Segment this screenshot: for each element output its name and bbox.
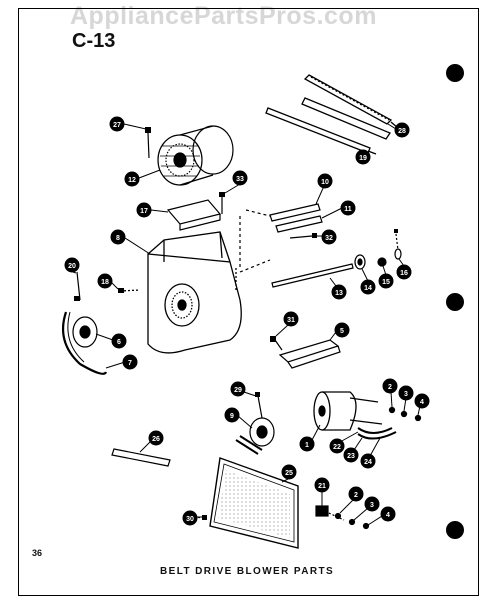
- callout-14: 14: [360, 268, 376, 295]
- callout-26: 26: [139, 430, 164, 453]
- callout-33: 33: [224, 170, 248, 194]
- callout-29: 29: [230, 381, 257, 397]
- callout-25-label: 25: [285, 470, 293, 477]
- page-number: 36: [32, 548, 43, 558]
- callout-16-label: 16: [400, 270, 408, 277]
- callout-3-upper: 3: [398, 385, 414, 412]
- shaft-assembly: [271, 229, 402, 288]
- callout-4-lower: 4: [367, 506, 396, 526]
- callout-21: 21: [314, 477, 330, 506]
- callout-4-upper-label: 4: [420, 399, 424, 406]
- callouts: 27 28 12 19 33 10 17 11 8 32 20 18 14 15…: [64, 116, 430, 526]
- callout-31: 31: [275, 311, 299, 337]
- callout-28-top: 28: [387, 122, 410, 138]
- callout-30-label: 30: [186, 516, 194, 523]
- page-code: C-13: [72, 30, 116, 52]
- callout-11: 11: [321, 200, 356, 219]
- motor-pulley-and-belt: [62, 271, 108, 375]
- callout-31-label: 31: [287, 317, 295, 324]
- callout-10: 10: [315, 173, 333, 205]
- callout-26-label: 26: [152, 436, 160, 443]
- callout-3-lower: 3: [353, 496, 380, 521]
- diagram-caption: BELT DRIVE BLOWER PARTS: [160, 566, 335, 577]
- callout-2-upper: 2: [382, 378, 398, 408]
- blower-pulley: [235, 392, 275, 455]
- callout-2-lower: 2: [339, 486, 364, 514]
- callout-25: 25: [281, 464, 297, 483]
- callout-32: 32: [316, 229, 337, 245]
- watermark: AppliancePartsPros.com: [70, 2, 377, 30]
- callout-3-lower-label: 3: [370, 502, 374, 509]
- binder-hole-bottom: [446, 521, 464, 539]
- callout-2-lower-label: 2: [354, 492, 358, 499]
- callout-18-left-label: 18: [101, 279, 109, 286]
- binder-hole-top: [446, 64, 464, 82]
- callout-12-label: 12: [128, 177, 136, 184]
- callout-7: 7: [105, 354, 138, 370]
- top-bracket: [166, 192, 241, 268]
- callout-17: 17: [136, 202, 169, 218]
- callout-24: 24: [360, 437, 381, 469]
- callout-9-label: 9: [230, 413, 234, 420]
- callout-4-upper: 4: [414, 393, 430, 416]
- callout-10-label: 10: [321, 179, 329, 186]
- callout-12: 12: [124, 169, 161, 187]
- callout-21-label: 21: [318, 483, 326, 490]
- callout-24-label: 24: [364, 459, 372, 466]
- callout-5: 5: [329, 322, 350, 341]
- top-rail-assembly: [265, 74, 399, 155]
- callout-4-lower-label: 4: [386, 512, 390, 519]
- capacitor-hardware: [315, 505, 370, 530]
- air-filter: [193, 457, 299, 549]
- callout-32-label: 32: [325, 235, 333, 242]
- blower-motor: [313, 391, 422, 440]
- callout-13: 13: [329, 277, 347, 300]
- callout-20-label: 20: [68, 263, 76, 270]
- callout-18-left: 18: [97, 273, 119, 290]
- blower-housing: [118, 231, 242, 354]
- callout-20: 20: [64, 257, 80, 274]
- callout-9: 9: [224, 407, 253, 429]
- callout-14-label: 14: [364, 285, 372, 292]
- callout-3-upper-label: 3: [404, 391, 408, 398]
- callout-29-label: 29: [234, 387, 242, 394]
- callout-13-label: 13: [335, 290, 343, 297]
- callout-15: 15: [378, 265, 394, 289]
- callout-16: 16: [396, 258, 412, 280]
- callout-28-top-label: 28: [398, 128, 406, 135]
- callout-6: 6: [95, 333, 127, 349]
- callout-7-label: 7: [128, 360, 132, 367]
- blower-wheel: [145, 125, 234, 186]
- binder-hole-middle: [446, 293, 464, 311]
- callout-8: 8: [110, 229, 151, 255]
- callout-5-label: 5: [340, 328, 344, 335]
- callout-33-label: 33: [236, 176, 244, 183]
- callout-15-label: 15: [382, 279, 390, 286]
- filter-bracket: [111, 448, 171, 467]
- callout-17-label: 17: [140, 208, 148, 215]
- callout-22: 22: [329, 431, 359, 454]
- motor-mount-bracket: [239, 203, 323, 273]
- callout-11-label: 11: [344, 206, 352, 213]
- motor-bracket: [270, 336, 341, 369]
- callout-27-label: 27: [113, 122, 121, 129]
- callout-19-label: 19: [359, 155, 367, 162]
- callout-8-label: 8: [116, 235, 120, 242]
- callout-1: 1: [299, 424, 321, 452]
- callout-23-label: 23: [347, 453, 355, 460]
- callout-22-label: 22: [333, 444, 341, 451]
- callout-2-upper-label: 2: [388, 384, 392, 391]
- callout-23: 23: [343, 437, 363, 463]
- callout-27: 27: [109, 116, 147, 132]
- callout-30: 30: [182, 510, 202, 526]
- callout-19: 19: [355, 149, 371, 165]
- callout-6-label: 6: [117, 339, 121, 346]
- callout-1-label: 1: [305, 442, 309, 449]
